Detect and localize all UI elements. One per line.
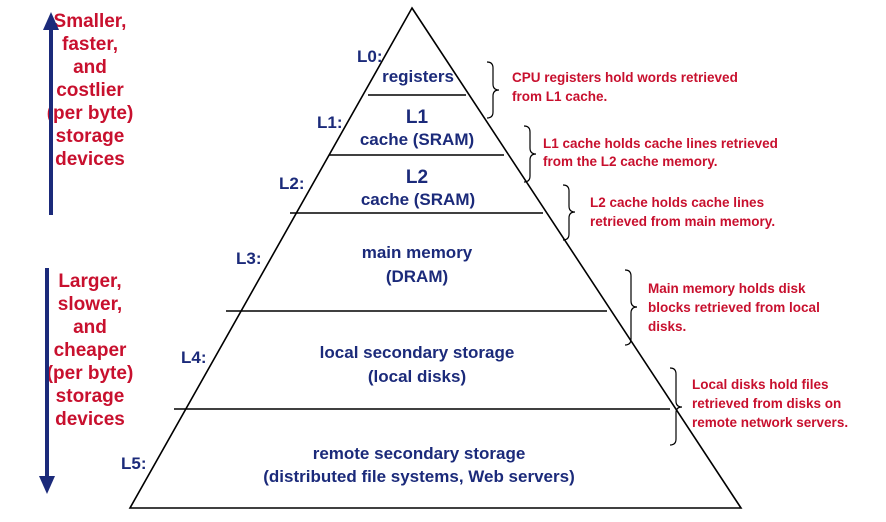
level-l3-line-1: main memory — [362, 243, 473, 262]
side-line: cheaper — [53, 340, 127, 361]
down-arrow-icon — [39, 268, 55, 494]
desc-l3-line-3: disks. — [648, 319, 686, 334]
level-l4-line-1: local secondary storage — [320, 343, 515, 362]
desc-l0-line-2: from L1 cache. — [512, 89, 607, 104]
side-line: slower, — [57, 294, 123, 315]
level-tag-l5: L5: — [121, 454, 147, 473]
desc-l0-line-1: CPU registers hold words retrieved — [512, 70, 738, 85]
side-line: storage — [55, 126, 125, 147]
level-l5-line-2: (distributed file systems, Web servers) — [263, 467, 574, 486]
level-tag-l3: L3: — [236, 249, 262, 268]
level-l5-line-1: remote secondary storage — [313, 444, 526, 463]
level-dividers — [174, 94, 670, 410]
faster-devices-label: Smaller, faster, and costlier (per byte)… — [20, 10, 160, 171]
pyramid-outline — [128, 6, 743, 509]
side-line: and — [73, 317, 107, 338]
desc-l3-line-2: blocks retrieved from local — [648, 300, 820, 315]
braces — [486, 61, 683, 446]
side-line: (per byte) — [46, 363, 134, 384]
brace-l1 — [523, 125, 537, 183]
side-line: costlier — [56, 80, 124, 101]
brace-l0 — [486, 61, 500, 119]
side-line: storage — [55, 386, 125, 407]
desc-l2-line-1: L2 cache holds cache lines — [590, 195, 764, 210]
side-line: and — [73, 57, 107, 78]
level-l2-line-1: L2 — [406, 167, 428, 188]
desc-l4-line-2: retrieved from disks on — [692, 396, 841, 411]
side-line: Larger, — [58, 271, 122, 292]
side-line: faster, — [62, 34, 118, 55]
desc-l1-line-1: L1 cache holds cache lines retrieved — [543, 136, 778, 151]
level-tag-l1: L1: — [317, 113, 343, 132]
desc-l1-line-2: from the L2 cache memory. — [543, 154, 718, 169]
side-line: Smaller, — [53, 11, 127, 32]
slower-devices-label: Larger, slower, and cheaper (per byte) s… — [20, 270, 160, 431]
level-tag-l2: L2: — [279, 174, 305, 193]
level-l1-line-1: L1 — [406, 107, 429, 128]
brace-l2 — [562, 184, 576, 241]
desc-l4-line-1: Local disks hold files — [692, 377, 829, 392]
level-l3-line-2: (DRAM) — [386, 267, 448, 286]
level-l2-line-2: cache (SRAM) — [361, 190, 475, 209]
level-l1-line-2: cache (SRAM) — [360, 130, 474, 149]
desc-l4-line-3: remote network servers. — [692, 415, 848, 430]
desc-l3-line-1: Main memory holds disk — [648, 281, 806, 296]
side-line: devices — [55, 149, 125, 170]
level-tag-l4: L4: — [181, 348, 207, 367]
brace-l4 — [669, 367, 683, 446]
level-tag-l0: L0: — [357, 47, 383, 66]
up-arrow-icon — [43, 12, 59, 215]
desc-l2-line-2: retrieved from main memory. — [590, 214, 775, 229]
side-line: devices — [55, 409, 125, 430]
level-l0-line-1: registers — [382, 67, 454, 86]
level-l4-line-2: (local disks) — [368, 367, 466, 386]
side-line: (per byte) — [46, 103, 134, 124]
brace-l3 — [624, 269, 638, 346]
